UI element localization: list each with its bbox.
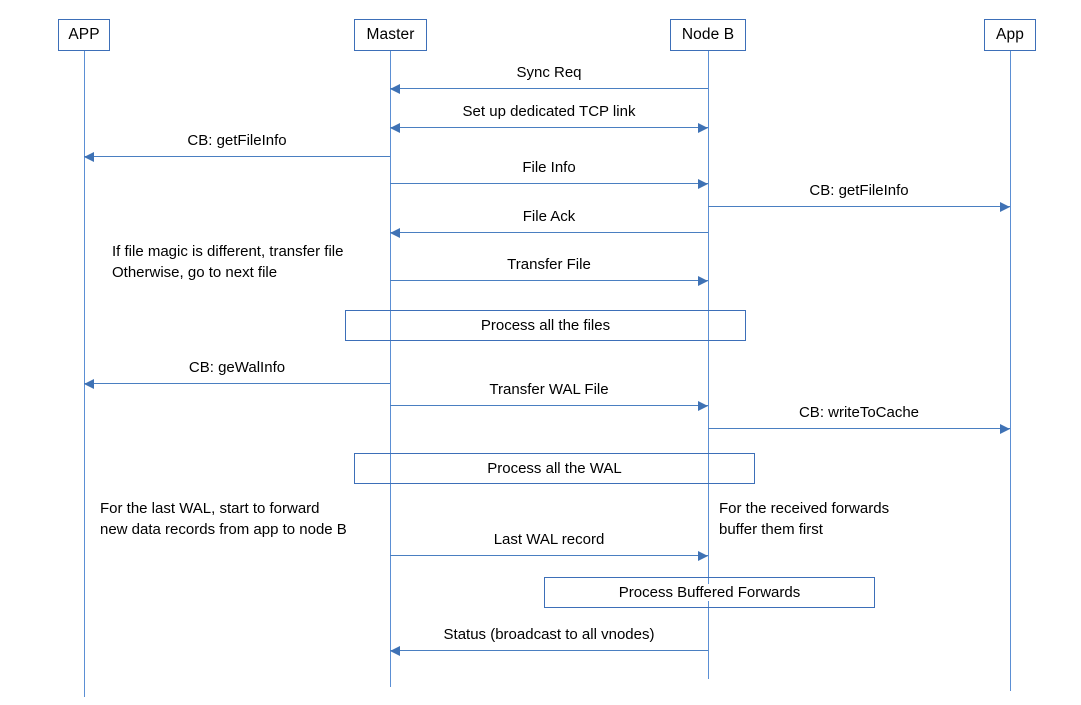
process-box-label: Process Buffered Forwards (612, 584, 807, 601)
actor-header-app_right[interactable]: App (984, 19, 1036, 51)
arrowhead-left-icon (84, 152, 94, 162)
arrowhead-right-icon (698, 276, 708, 286)
message-line (390, 232, 708, 233)
message-label: Transfer File (507, 256, 591, 273)
arrowhead-right-icon (698, 179, 708, 189)
message-line (708, 206, 1010, 207)
message-label: Transfer WAL File (489, 381, 609, 398)
message-label: CB: writeToCache (798, 404, 920, 421)
message-line (84, 383, 390, 384)
message-line (390, 127, 708, 128)
actor-label: Node B (681, 26, 735, 43)
actor-label: Master (366, 26, 415, 43)
message-label: Status (broadcast to all vnodes) (443, 626, 655, 643)
lifeline-master (390, 51, 391, 687)
message-line (390, 405, 708, 406)
arrowhead-right-icon (698, 551, 708, 561)
message-line (708, 428, 1010, 429)
process-box[interactable]: Process Buffered Forwards (544, 577, 875, 608)
message-line (390, 280, 708, 281)
message-label: File Info (522, 159, 576, 176)
lifeline-app_left (84, 51, 85, 697)
arrowhead-right-icon (698, 401, 708, 411)
message-label: Sync Req (516, 64, 582, 81)
process-box[interactable]: Process all the WAL (354, 453, 755, 484)
arrowhead-right-icon (1000, 202, 1010, 212)
message-line (390, 555, 708, 556)
actor-header-master[interactable]: Master (354, 19, 427, 51)
actor-label: App (996, 26, 1024, 43)
lifeline-app_right (1010, 51, 1011, 691)
message-line (390, 88, 708, 89)
process-box[interactable]: Process all the files (345, 310, 746, 341)
annotation-note: For the received forwards buffer them fi… (719, 498, 890, 541)
message-label: Set up dedicated TCP link (462, 103, 636, 120)
arrowhead-left-icon (84, 379, 94, 389)
message-label: Last WAL record (493, 531, 605, 548)
arrowhead-left-icon (390, 646, 400, 656)
message-line (84, 156, 390, 157)
message-line (390, 650, 708, 651)
process-box-label: Process all the files (474, 317, 617, 334)
actor-label: APP (68, 26, 100, 43)
arrowhead-left-icon (390, 228, 400, 238)
arrowhead-left-icon (390, 123, 400, 133)
arrowhead-right-icon (698, 123, 708, 133)
message-label: CB: getFileInfo (187, 132, 287, 149)
message-label: File Ack (522, 208, 576, 225)
message-label: CB: geWalInfo (188, 359, 286, 376)
process-box-label: Process all the WAL (481, 460, 628, 477)
arrowhead-right-icon (1000, 424, 1010, 434)
lifeline-node_b (708, 51, 709, 679)
actor-header-node_b[interactable]: Node B (670, 19, 746, 51)
actor-header-app_left[interactable]: APP (58, 19, 110, 51)
annotation-note: If file magic is different, transfer fil… (112, 241, 344, 284)
message-label: CB: getFileInfo (809, 182, 909, 199)
message-line (390, 183, 708, 184)
annotation-note: For the last WAL, start to forward new d… (100, 498, 347, 541)
arrowhead-left-icon (390, 84, 400, 94)
